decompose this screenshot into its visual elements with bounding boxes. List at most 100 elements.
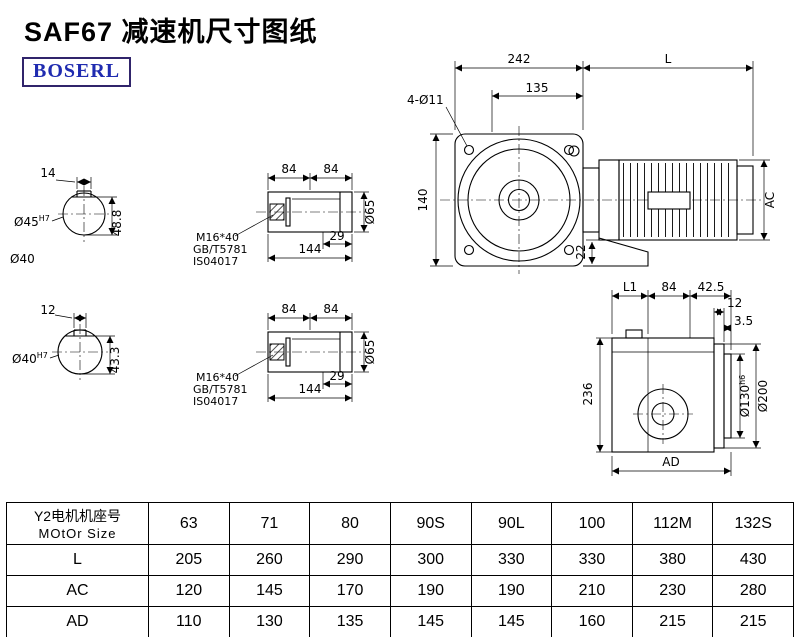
hollow-shaft-end-view-a: 14 Ø45H7 48.8 Ø40 <box>10 166 124 266</box>
gearbox-side-view: L1 84 42.5 12 3.5 236 Ø130h6 Ø200 AD <box>581 280 770 476</box>
value-cell: 430 <box>712 544 794 576</box>
value-cell: 145 <box>470 606 553 637</box>
length-dim-a: 84 <box>281 302 296 316</box>
output-bore <box>507 188 531 212</box>
value-cell: 380 <box>631 544 714 576</box>
right-dim: 42.5 <box>698 280 725 294</box>
shaft-od-label: Ø40 <box>10 252 35 266</box>
value-cell: 290 <box>309 544 391 576</box>
shaft-detail-view-b: 84 84 Ø65 29 144 M16*40 GB/T5781 IS04017 <box>193 302 377 408</box>
value-cell: 260 <box>228 544 311 576</box>
mounting-flange <box>713 343 725 449</box>
motor-dia-dim: AC <box>763 192 777 208</box>
shaft-dia-dim: Ø65 <box>363 200 377 225</box>
motor-size-header-cell: Y2电机机座号 MOtOr Size <box>6 502 149 545</box>
total-length-dim: 144 <box>299 382 322 396</box>
row-label-AD: AD <box>6 606 149 637</box>
keyway-width-dim: 14 <box>40 166 55 180</box>
brand-text: BOSERL <box>33 60 121 82</box>
flange-spigot <box>723 353 732 439</box>
keyway-width-dim: 12 <box>40 303 55 317</box>
length-dim-b: 84 <box>323 162 338 176</box>
value-cell: 330 <box>551 544 633 576</box>
bolt-spec-label: M16*40 <box>196 371 239 384</box>
frame-size-cell: 71 <box>228 502 311 545</box>
bolt-standard-label: GB/T5781 <box>193 383 248 396</box>
side-height-dim: 236 <box>581 383 595 406</box>
frame-size-cell: 90S <box>389 502 472 545</box>
value-cell: 135 <box>309 606 391 637</box>
motor-end-cap <box>736 165 754 235</box>
flange-bolt-hole <box>563 244 575 256</box>
vent-plug <box>625 329 643 339</box>
value-cell: 280 <box>712 575 794 607</box>
flange-bolt-hole <box>563 144 575 156</box>
value-cell: 110 <box>148 606 230 637</box>
across-flats-dim: 48.8 <box>110 210 124 237</box>
frame-size-cell: 132S <box>712 502 794 545</box>
total-length-dim: 144 <box>299 242 322 256</box>
value-cell: 145 <box>389 606 472 637</box>
bolt-iso-label: IS04017 <box>193 255 238 268</box>
bolt-head <box>269 343 285 361</box>
housing-width-dim: 242 <box>508 52 531 66</box>
bore-dia-label: Ø45H7 <box>14 214 50 229</box>
side-width-dim: AD <box>662 455 679 469</box>
frame-size-cell: 112M <box>631 502 714 545</box>
value-cell: 205 <box>148 544 230 576</box>
row-label-L: L <box>6 544 149 576</box>
motor-length-dim: L <box>665 52 672 66</box>
input-bore <box>637 388 689 440</box>
bolt-head <box>269 203 285 221</box>
frame-size-cell: 100 <box>551 502 633 545</box>
frame-size-cell: 63 <box>148 502 230 545</box>
value-cell: 330 <box>470 544 553 576</box>
spigot-thickness-dim: 3.5 <box>734 314 753 328</box>
gearmotor-front-view: 242 L 135 4-Ø11 140 22 AC <box>407 52 777 274</box>
value-cell: 210 <box>551 575 633 607</box>
value-cell: 145 <box>228 575 311 607</box>
page-title: SAF67 减速机尺寸图纸 <box>24 17 318 47</box>
value-cell: 230 <box>631 575 714 607</box>
header-en: MOtOr Size <box>38 526 117 541</box>
bolt-spec-label: M16*40 <box>196 231 239 244</box>
value-cell: 300 <box>389 544 472 576</box>
shaft-detail-view-a: 84 84 Ø65 29 144 M16*40 GB/T5781 IS04017 <box>193 162 377 268</box>
frame-size-cell: 90L <box>470 502 553 545</box>
motor-nameplate <box>647 191 691 210</box>
value-cell: 215 <box>712 606 794 637</box>
value-cell: 215 <box>631 606 714 637</box>
value-cell: 160 <box>551 606 633 637</box>
output-flange <box>457 138 581 262</box>
value-cell: 190 <box>470 575 553 607</box>
flange-thickness-dim: 12 <box>727 296 742 310</box>
mid-dim: 84 <box>661 280 676 294</box>
flange-bolt-hole <box>463 244 475 256</box>
bolt-holes-callout: 4-Ø11 <box>407 93 444 107</box>
bolt-standard-label: GB/T5781 <box>193 243 248 256</box>
row-label-AC: AC <box>6 575 149 607</box>
flange-width-dim: 135 <box>526 81 549 95</box>
length-dim-a: 84 <box>281 162 296 176</box>
frame-size-cell: 80 <box>309 502 391 545</box>
technical-drawing: 14 Ø45H7 48.8 Ø40 12 Ø40H7 <box>10 52 777 476</box>
brand-logo: BOSERL <box>22 57 132 87</box>
stub-length-dim: 29 <box>329 369 344 383</box>
header-cn: Y2电机机座号 <box>33 508 122 524</box>
across-flats-dim: 43.3 <box>108 347 122 374</box>
bolt-iso-label: IS04017 <box>193 395 238 408</box>
value-cell: 170 <box>309 575 391 607</box>
flange-dia-dim: Ø200 <box>756 380 770 412</box>
value-cell: 190 <box>389 575 472 607</box>
value-cell: 130 <box>228 606 311 637</box>
motor-size-table: Y2电机机座号 MOtOr Size 63 71 80 90S 90L 100 … <box>6 502 794 637</box>
housing-height-dim: 140 <box>416 189 430 212</box>
flange-bolt-hole <box>463 144 475 156</box>
bore-dia-label: Ø40H7 <box>12 351 48 366</box>
spigot-dia-dim: Ø130h6 <box>738 375 752 418</box>
hollow-shaft-end-view-b: 12 Ø40H7 43.3 <box>12 303 122 380</box>
shaft-dia-dim: Ø65 <box>363 340 377 365</box>
stub-length-dim: 29 <box>329 229 344 243</box>
foot-offset-dim: 22 <box>574 244 588 259</box>
